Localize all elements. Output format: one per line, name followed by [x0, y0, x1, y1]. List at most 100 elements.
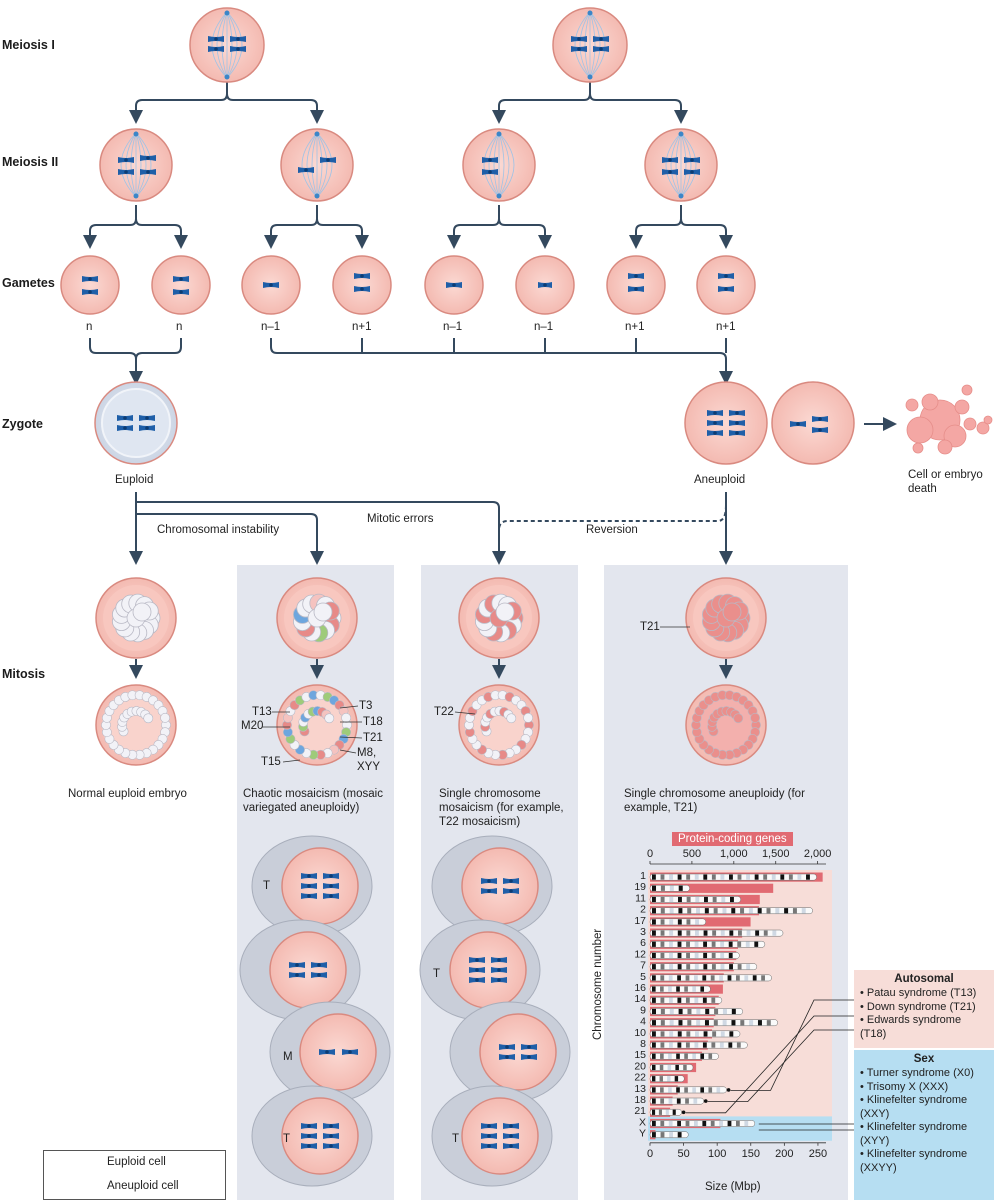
- chromosome: [118, 169, 134, 175]
- centromere: [634, 274, 638, 278]
- dead-cell-fragment: [905, 398, 919, 412]
- chromosome-band: [700, 1087, 705, 1093]
- chromosome-band: [694, 964, 699, 970]
- chromosome-band: [669, 908, 674, 914]
- chromosome-band: [696, 1020, 701, 1026]
- chromosome-band: [660, 885, 665, 891]
- connector-line: [453, 205, 500, 242]
- chromosome: [311, 972, 327, 978]
- chromosome-band: [659, 1076, 663, 1082]
- chromosome: [790, 421, 806, 427]
- chromosome-band: [737, 874, 742, 880]
- chromosome-band: [692, 986, 696, 992]
- chromosome-band: [686, 1031, 691, 1037]
- chromosome-band: [728, 952, 733, 959]
- centromere: [124, 158, 128, 162]
- chromosome-band: [675, 1064, 679, 1071]
- chromosome-band: [693, 975, 698, 981]
- chromosome: [812, 427, 828, 433]
- centromere: [475, 968, 479, 972]
- chromosome-band: [677, 941, 682, 947]
- chromosome-label: 21: [634, 1105, 646, 1117]
- chromosome-band: [660, 941, 665, 947]
- chromosome: [323, 1123, 339, 1129]
- mitotic-errors-label: Mitotic errors: [367, 513, 434, 525]
- centromere: [724, 274, 728, 278]
- centromere: [724, 287, 728, 291]
- size-tick-label: 100: [708, 1148, 726, 1160]
- chromosome-band: [746, 874, 750, 880]
- trophectoderm-cell: [523, 712, 534, 723]
- spindle-fiber: [493, 132, 500, 198]
- autosomal-item: • Edwards syndrome (T18): [860, 1014, 962, 1040]
- division-label: M: [283, 1051, 293, 1063]
- chromosome-band: [677, 964, 682, 970]
- centromere: [818, 428, 822, 432]
- chromosome: [718, 273, 734, 279]
- chromosome-band: [652, 930, 656, 936]
- chromosome-band: [652, 1064, 656, 1071]
- chromosome: [117, 415, 133, 421]
- chromosome: [499, 1044, 515, 1050]
- dividing-cell: [299, 1013, 377, 1091]
- chromosome-band: [660, 1098, 665, 1104]
- chromosome: [323, 1133, 339, 1139]
- chromosome-band: [748, 908, 753, 914]
- chromosome: [481, 888, 497, 894]
- chromosome-band: [766, 1020, 771, 1026]
- stage-label-meiosis1: Meiosis I: [2, 38, 55, 52]
- blastocyst-cavity: [465, 691, 533, 759]
- chromosome: [481, 1123, 497, 1129]
- chromosome: [140, 169, 156, 175]
- caption-single-aneuploidy: Single chromosome aneuploidy (for exampl…: [624, 788, 805, 814]
- chromosome-band: [668, 1042, 673, 1048]
- chromosome-label: 15: [634, 1049, 646, 1061]
- centromere: [735, 431, 739, 435]
- chromosome-band: [713, 908, 718, 914]
- chromosome-band: [687, 1020, 692, 1026]
- chromosome: [503, 888, 519, 894]
- size-tick-label: 200: [775, 1148, 793, 1160]
- chromosome-band: [763, 930, 768, 936]
- chromosome-band: [672, 1109, 676, 1115]
- chromosome-band: [669, 919, 674, 925]
- spindle: [211, 10, 243, 80]
- chromosome-label: 11: [635, 892, 646, 904]
- chromosome-band: [730, 896, 734, 903]
- chromosome-band: [668, 1098, 673, 1104]
- reversion-label: Reversion: [586, 524, 638, 536]
- spindle-fiber: [483, 132, 500, 198]
- centromere: [360, 274, 364, 278]
- chromosome-band: [729, 964, 733, 970]
- chromosome-band: [677, 1042, 682, 1048]
- centromere: [269, 283, 273, 287]
- trophectoderm-cell: [160, 712, 171, 723]
- spindle-fiber: [574, 11, 591, 79]
- chromosome-band: [669, 1031, 674, 1037]
- centromere: [543, 283, 547, 287]
- autosomal-item: • Down syndrome (T21): [860, 1000, 976, 1013]
- spindle-fiber: [301, 132, 318, 198]
- chromosome-band: [720, 930, 725, 936]
- chromosome: [593, 36, 609, 42]
- chromosome-band: [660, 874, 665, 880]
- chromosome: [173, 276, 189, 282]
- chromosome: [521, 1044, 537, 1050]
- centromere: [145, 416, 149, 420]
- centromere: [577, 37, 581, 41]
- chromosome-band: [755, 930, 760, 936]
- chromosome-band: [693, 1120, 698, 1127]
- connector-line: [89, 338, 182, 375]
- caption-normal: Normal euploid embryo: [68, 788, 187, 800]
- chromosome-band: [684, 986, 688, 992]
- chromosome-band: [652, 952, 656, 959]
- chromosome-band: [652, 941, 656, 947]
- zygote-aneuploid: [684, 381, 768, 465]
- centromere: [329, 1144, 333, 1148]
- chromosome: [469, 977, 485, 983]
- centromere: [577, 47, 581, 51]
- chromosome-band: [754, 941, 759, 947]
- centromere: [124, 170, 128, 174]
- chromosome-band: [731, 1008, 736, 1015]
- chromosome-band: [652, 1053, 656, 1059]
